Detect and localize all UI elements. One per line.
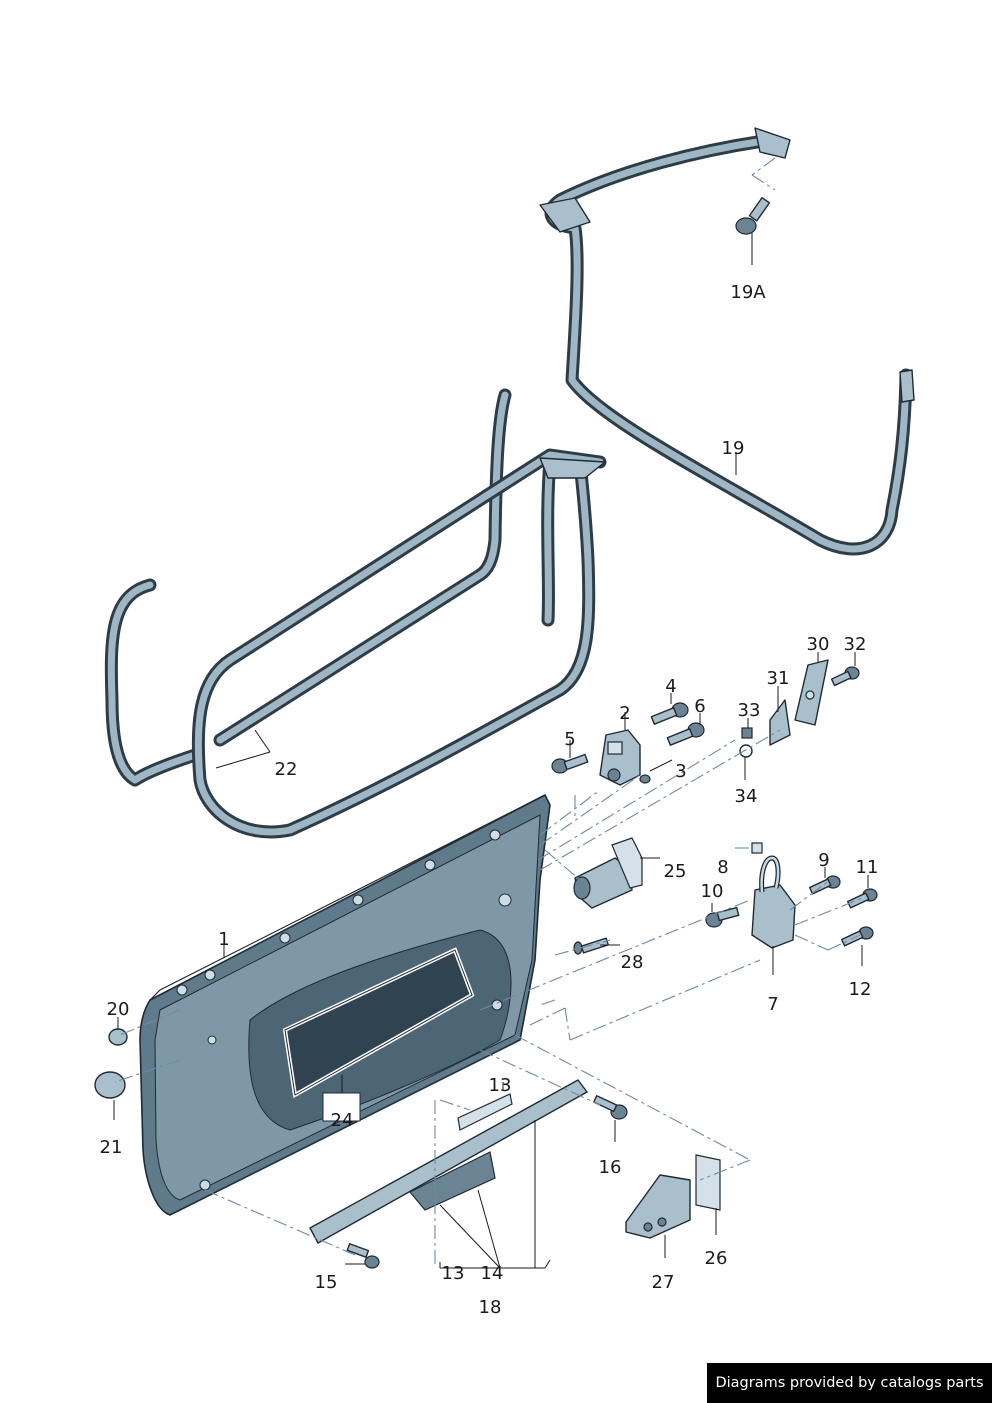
callout-18: 18 [479, 1297, 502, 1318]
door-check-25 [573, 837, 643, 909]
callout-22: 22 [275, 759, 298, 780]
callout-20: 20 [107, 999, 130, 1020]
window-channel-seal [191, 448, 607, 839]
callout-4: 4 [665, 676, 676, 697]
callout-16: 16 [599, 1157, 622, 1178]
callout-6: 6 [694, 696, 705, 717]
callout-14: 14 [481, 1263, 504, 1284]
callout-26: 26 [705, 1248, 728, 1269]
callout-27: 27 [652, 1272, 675, 1293]
door-seals-22 [104, 388, 557, 787]
callout-11: 11 [856, 857, 879, 878]
callout-13-top: 13 [489, 1075, 512, 1096]
callout-32: 32 [844, 634, 867, 655]
callout-31: 31 [767, 668, 790, 689]
callout-5: 5 [564, 729, 575, 750]
striker-parts [739, 659, 860, 758]
assembly-lines [114, 729, 866, 1265]
screws-15-16 [346, 1095, 628, 1269]
plugs [94, 1028, 128, 1099]
callout-1: 1 [218, 929, 229, 950]
insulation-pad-24 [282, 947, 475, 1122]
callout-25: 25 [664, 861, 687, 882]
callout-19a: 19A [730, 282, 766, 303]
callout-10: 10 [701, 881, 724, 902]
callout-13-bottom: 13 [442, 1263, 465, 1284]
callout-labels: 19A 19 22 30 32 31 4 6 33 2 5 3 34 8 25 … [100, 282, 879, 1318]
callout-33: 33 [738, 700, 761, 721]
door-frame-seal-19 [539, 127, 915, 556]
credit-banner: Diagrams provided by catalogs parts [707, 1363, 992, 1403]
brackets-26-27 [625, 1154, 721, 1239]
leader-lines [113, 232, 869, 1269]
trim-strip-18 [309, 1079, 588, 1244]
lock-parts [705, 842, 878, 949]
callout-21: 21 [100, 1137, 123, 1158]
callout-19: 19 [722, 438, 745, 459]
screw-19a [735, 157, 776, 235]
callout-24: 24 [331, 1110, 354, 1131]
bolt-28 [573, 937, 609, 955]
callout-34: 34 [735, 786, 758, 807]
hinge-parts [551, 702, 705, 786]
callout-7: 7 [767, 994, 778, 1015]
callout-12: 12 [849, 979, 872, 1000]
callout-9: 9 [818, 850, 829, 871]
callout-28: 28 [621, 952, 644, 973]
callout-15: 15 [315, 1272, 338, 1293]
callout-2: 2 [619, 703, 630, 724]
callout-30: 30 [807, 634, 830, 655]
callout-8: 8 [717, 857, 728, 878]
callout-3: 3 [675, 761, 686, 782]
